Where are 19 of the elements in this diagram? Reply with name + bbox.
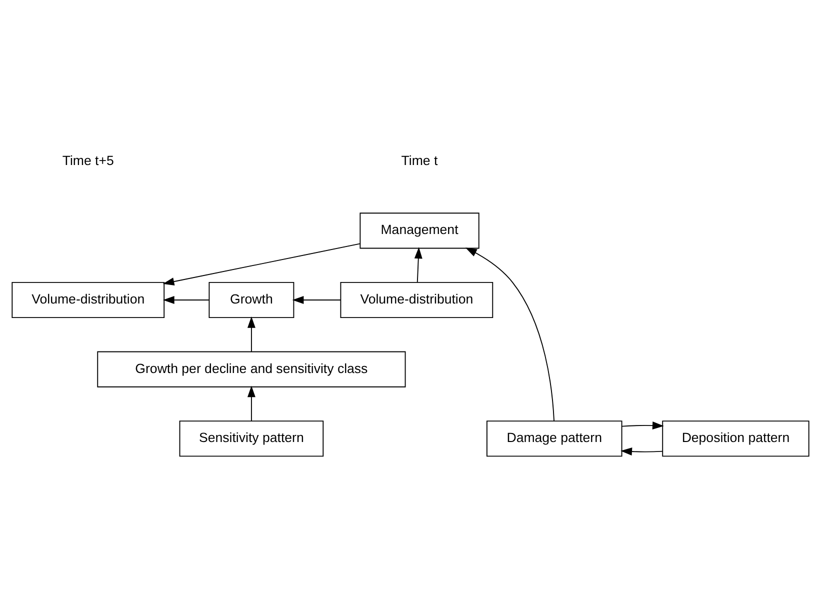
- node-box: Deposition pattern: [662, 420, 810, 456]
- arrow: [620, 447, 663, 456]
- label: Time t: [401, 152, 438, 168]
- arrow: [162, 296, 210, 304]
- arrow: [162, 242, 361, 286]
- arrow: [247, 316, 256, 352]
- arrow: [292, 296, 342, 304]
- node-box: Volume-distribution: [340, 281, 494, 318]
- node-box: Growth per decline and sensitivity class: [97, 350, 406, 387]
- arrow: [414, 246, 422, 282]
- node-box: Management: [360, 212, 480, 248]
- label: Time t+5: [62, 152, 114, 168]
- node-box: Growth: [208, 281, 294, 318]
- arrow: [247, 385, 256, 421]
- node-box: Volume-distribution: [12, 281, 165, 318]
- arrow: [465, 247, 554, 421]
- node-box: Damage pattern: [486, 420, 622, 456]
- arrow: [622, 421, 664, 430]
- node-box: Sensitivity pattern: [179, 420, 324, 456]
